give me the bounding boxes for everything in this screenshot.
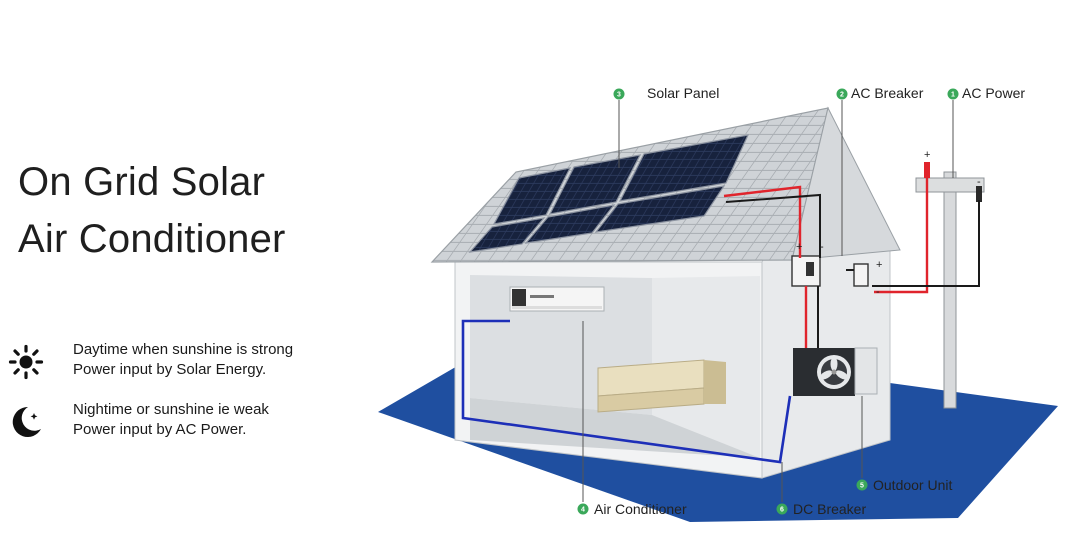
label-ac-power: AC Power [962, 85, 1025, 101]
polarity-minus-pole: - [977, 176, 981, 188]
ac-wiring [461, 319, 792, 464]
sofa [597, 359, 726, 413]
badge-solar-panel: 3 [617, 92, 621, 99]
sun-icon [8, 344, 44, 380]
callout-dc-breaker: 6 DC Breaker [776, 501, 866, 517]
badge-ac-breaker: 2 [840, 92, 844, 99]
solar-panel-array [468, 134, 750, 253]
dc-breaker-box [791, 255, 821, 287]
callout-solar-panel: 3 Solar Panel [613, 85, 719, 101]
badge-air-conditioner: 4 [581, 507, 585, 514]
polarity-plus-dc: + [796, 241, 802, 253]
label-solar-panel: Solar Panel [647, 85, 719, 101]
legend-daytime: Daytime when sunshine is strong Power in… [8, 340, 368, 382]
title-line-2: Air Conditioner [18, 217, 286, 261]
badge-ac-power: 1 [951, 92, 955, 99]
callout-ac-power: 1 AC Power [947, 85, 1025, 101]
polarity-minus-ac: - [876, 286, 880, 298]
callout-outdoor-unit: 5 Outdoor Unit [856, 477, 952, 493]
callout-leaders [582, 100, 954, 502]
legend-nighttime-line-2: Power input by AC Power. [73, 421, 247, 438]
title-line-1: On Grid Solar [18, 160, 266, 204]
polarity-minus-dc: - [820, 241, 824, 253]
badge-dc-breaker: 6 [780, 507, 784, 514]
legend-daytime-line-1: Daytime when sunshine is strong [73, 341, 294, 358]
label-outdoor-unit: Outdoor Unit [873, 477, 952, 493]
page-title: On Grid Solar Air Conditioner [18, 154, 286, 268]
dc-wiring [723, 170, 929, 348]
label-air-conditioner: Air Conditioner [594, 501, 687, 517]
polarity-plus-ac: + [876, 259, 882, 271]
callout-air-conditioner: 4 Air Conditioner [577, 501, 687, 517]
badge-outdoor-unit: 5 [860, 483, 864, 490]
outdoor-unit [793, 347, 878, 396]
label-ac-breaker: AC Breaker [851, 85, 924, 101]
indoor-ac-unit [509, 286, 605, 312]
polarity-plus-pole: + [924, 149, 930, 161]
label-dc-breaker: DC Breaker [793, 501, 866, 517]
callout-ac-breaker: 2 AC Breaker [836, 85, 924, 101]
ac-breaker-box [853, 263, 869, 287]
legend-nighttime: Nightime or sunshine ie weak Power input… [8, 400, 368, 442]
moon-icon [12, 406, 41, 437]
legend-nighttime-line-1: Nightime or sunshine ie weak [73, 401, 269, 418]
legend-daytime-line-2: Power input by Solar Energy. [73, 361, 267, 378]
